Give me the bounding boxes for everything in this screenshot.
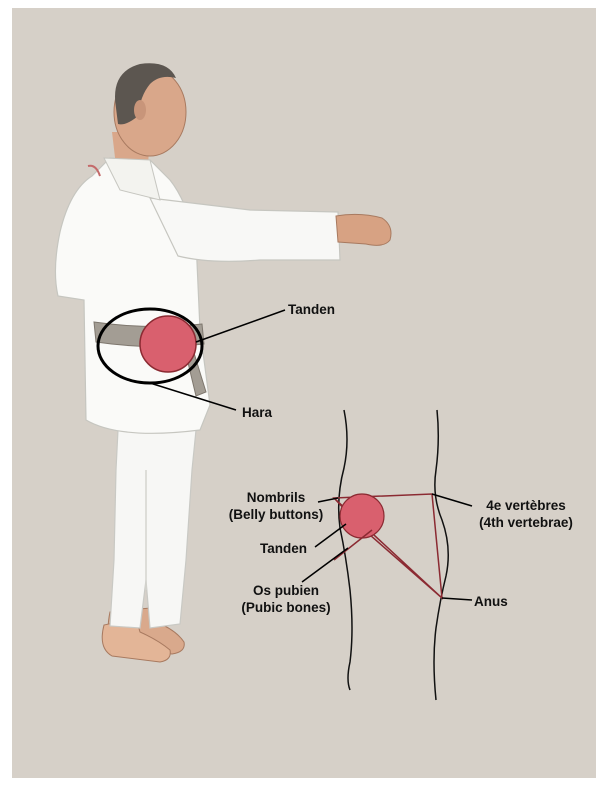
label-nombrils: Nombrils (228, 489, 324, 506)
karateka-figure (55, 63, 391, 662)
label-tanden-top: Tanden (288, 301, 335, 318)
tanden-leader-line (196, 310, 285, 342)
anus-leader-line (442, 598, 472, 600)
fist (336, 214, 391, 245)
label-vertebres: 4e vertèbres (474, 497, 578, 514)
tanden-circle-diagram (340, 494, 384, 538)
label-belly-buttons: (Belly buttons) (224, 506, 328, 523)
label-pubic-bones: (Pubic bones) (228, 599, 344, 616)
label-anus: Anus (474, 593, 508, 610)
back-body-contour (434, 410, 448, 700)
gi-jacket (55, 158, 210, 433)
gi-sleeve-extended (150, 198, 340, 261)
gi-pants (110, 430, 196, 628)
os-pubien-leader-line (302, 548, 348, 582)
abdomen-diagram (334, 410, 448, 700)
vertebres-leader-line (432, 494, 472, 506)
label-os-pubien: Os pubien (238, 582, 334, 599)
tanden-circle-body (140, 316, 196, 372)
label-tanden-side: Tanden (260, 540, 307, 557)
label-hara: Hara (242, 404, 272, 421)
label-vertebrae: (4th vertebrae) (466, 514, 586, 531)
